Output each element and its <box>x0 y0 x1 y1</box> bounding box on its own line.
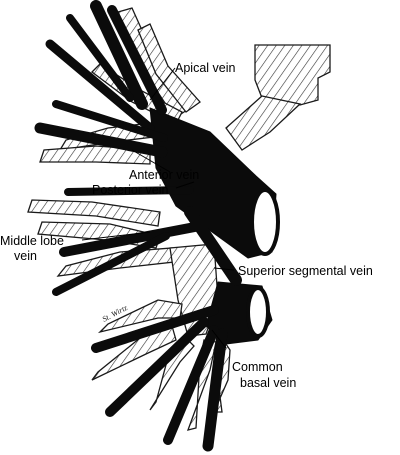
basal-vein-1 <box>91 305 219 353</box>
leader-common-basal <box>211 329 227 349</box>
veins <box>34 0 280 452</box>
anterior-vein <box>34 122 168 158</box>
basal-bronchus-4 <box>186 339 217 431</box>
apical-vein-3 <box>66 14 134 102</box>
superior-segmental-vein <box>184 206 242 286</box>
basal-bronchus-1 <box>97 299 183 334</box>
upper-lobe-bronchus <box>225 95 302 151</box>
leader-superior-segmental <box>213 267 235 271</box>
common-basal-vein <box>202 328 228 452</box>
middle-lobe-bronchus <box>27 199 161 227</box>
apical-vein <box>90 0 148 110</box>
label-anterior-vein: Anterior vein <box>129 168 199 182</box>
apical-vein-4 <box>45 39 155 133</box>
label-apical-vein: Apical vein <box>175 61 235 75</box>
label-superior-segmental-vein: Superior segmental vein <box>238 264 373 278</box>
posterior-vein <box>64 186 194 196</box>
middle-lobe-vein <box>59 221 205 257</box>
middle-lobe-vein-2 <box>52 232 170 296</box>
label-middle-lobe-line2: vein <box>14 249 37 263</box>
apical-bronchus-2 <box>137 23 201 113</box>
anterior-vein-2 <box>52 100 168 142</box>
label-posterior-vein: Posterior vein <box>92 183 168 197</box>
apical-vein-2 <box>107 5 167 115</box>
leader-middle-lobe <box>81 231 151 241</box>
leader-apical <box>149 67 176 101</box>
basal-vein-2 <box>105 317 209 417</box>
main-bronchus <box>254 44 331 106</box>
label-middle-lobe-line1: Middle lobe <box>0 234 64 248</box>
label-common-basal-line2: basal vein <box>240 376 296 390</box>
leader-posterior <box>175 181 195 189</box>
leader-anterior <box>131 149 171 173</box>
superior-vein-lumen <box>250 188 280 256</box>
inferior-vein-lumen <box>246 286 270 338</box>
basal-vein-3 <box>163 325 219 445</box>
leader-lines <box>81 67 235 349</box>
label-common-basal-line1: Common <box>232 360 283 374</box>
